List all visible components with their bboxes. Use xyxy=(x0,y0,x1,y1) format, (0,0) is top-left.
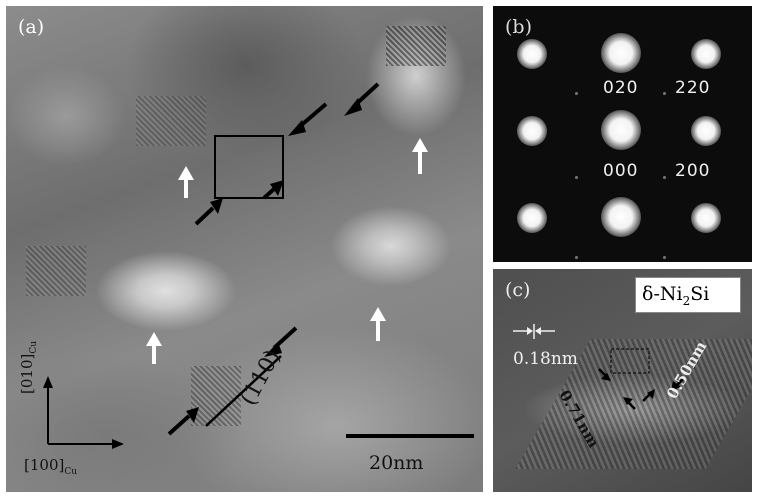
tem-micrograph-panel: (a) xyxy=(6,6,483,492)
diffraction-spot xyxy=(691,39,721,69)
spacing-arrows xyxy=(598,368,684,410)
index-200: 200 xyxy=(675,161,711,181)
index-020: 020 xyxy=(603,78,639,98)
white-arrows xyxy=(146,138,428,364)
scale-bar-label: 20nm xyxy=(369,452,424,474)
index-220: 220 xyxy=(675,78,711,98)
phase-label: δ-Ni2Si xyxy=(642,283,710,308)
diffraction-spot xyxy=(601,110,641,150)
diffraction-spot xyxy=(601,197,641,237)
superlattice-spot xyxy=(663,92,666,95)
diffraction-spot xyxy=(601,33,641,73)
diffraction-spot xyxy=(517,203,547,233)
superlattice-spot xyxy=(575,256,578,259)
panel-b-label: (b) xyxy=(505,16,532,38)
panel-a-label: (a) xyxy=(18,16,45,38)
panel-a-annotations xyxy=(43,82,474,449)
superlattice-spot xyxy=(663,176,666,179)
superlattice-spot xyxy=(575,92,578,95)
interface-line xyxy=(205,355,282,427)
unit-cell-box xyxy=(610,348,650,374)
hrtem-panel: (c) δ-Ni2Si 0.18nm 0.71nm 0.50nm xyxy=(493,269,752,492)
diffraction-spot xyxy=(517,39,547,69)
spacing-label-018: 0.18nm xyxy=(513,349,578,369)
diffraction-pattern-panel: (b) 020 220 000 200 xyxy=(493,6,752,262)
axis-x-label: [100]Cu xyxy=(24,456,78,477)
moire-fringes xyxy=(136,96,206,146)
diffraction-spot xyxy=(691,116,721,146)
crystal-axis-indicator xyxy=(43,376,124,449)
diffraction-spot xyxy=(517,116,547,146)
moire-fringes xyxy=(386,26,446,66)
superlattice-spot xyxy=(575,176,578,179)
diffraction-spot xyxy=(691,203,721,233)
axis-y-label: [010]Cu xyxy=(18,340,39,394)
superlattice-spot xyxy=(663,256,666,259)
panel-c-annotations xyxy=(513,324,684,410)
phase-label-box: δ-Ni2Si xyxy=(635,277,741,313)
moire-fringes xyxy=(26,246,86,296)
index-000: 000 xyxy=(603,161,639,181)
panel-c-label: (c) xyxy=(505,279,531,301)
selected-area-box xyxy=(214,135,284,199)
black-arrows xyxy=(167,82,380,436)
